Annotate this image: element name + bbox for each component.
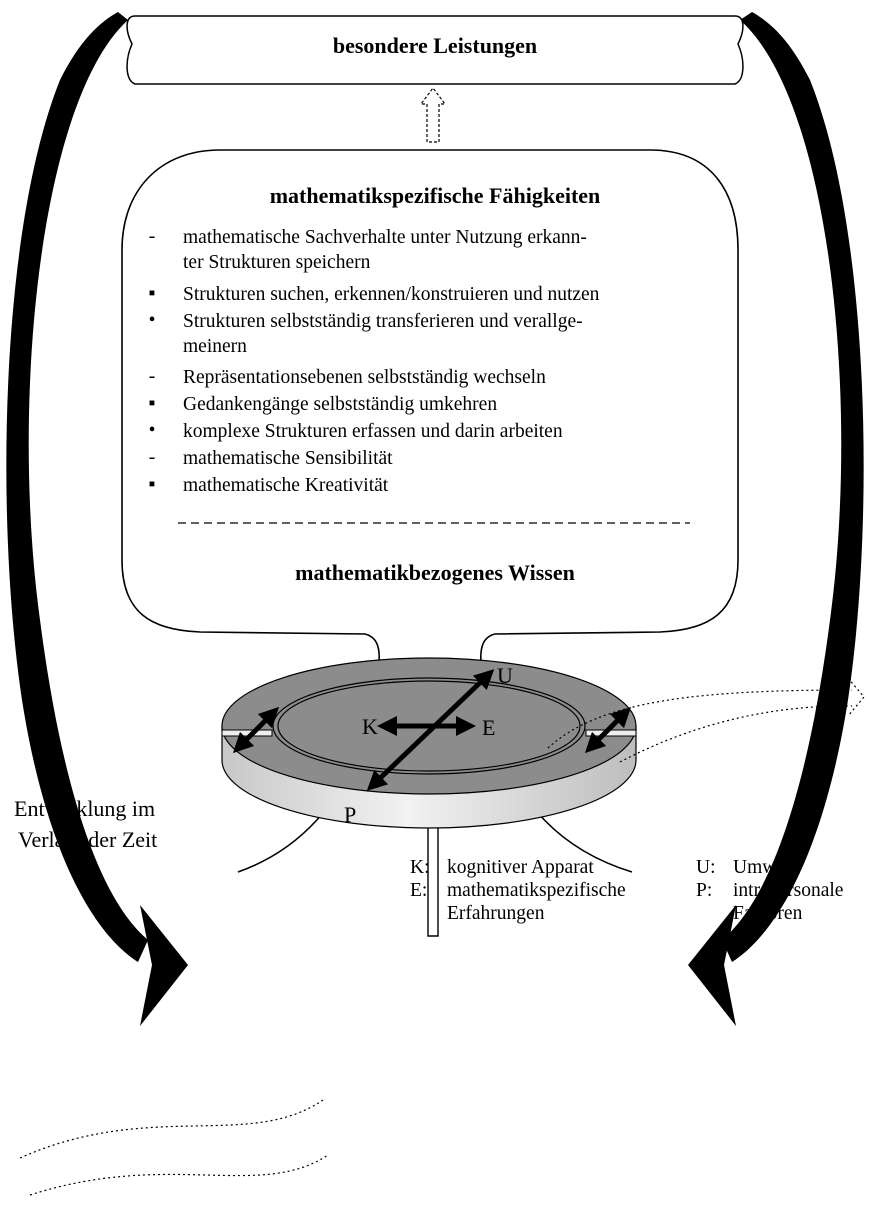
left-lower-dotted [29,1154,329,1196]
right-feedback-arrow [722,12,864,962]
legend-k-key: K: [410,857,430,878]
top-box-title: besondere Leistungen [332,33,538,58]
right-disk-arrow [584,706,632,754]
time-label-line-2: Verlauf der Zeit [18,827,158,852]
legend-u-text: Umwelt [733,857,796,878]
item-4-bullet: - [148,366,156,387]
disk-label-k: K [362,714,378,739]
legend-e-key: E: [410,880,428,901]
item-3-bullet: • [148,310,156,331]
disk-label-e: E [482,715,496,740]
legend-e-text-2: Erfahrungen [447,903,545,924]
item-5-line-1: Gedankengänge selbstständig umkehren [183,394,498,415]
right-dotted-arrowhead [847,677,865,717]
right-slot [585,729,637,737]
item-1-bullet: - [148,226,156,247]
item-5-bullet: ▪ [148,393,156,414]
legend-k-text: kognitiver Apparat [447,857,594,878]
item-7-bullet: - [148,447,156,468]
item-1-line-1: mathematische Sachverhalte unter Nutzung… [183,227,587,248]
disk-label-u: U [497,663,513,688]
item-8-bullet: ▪ [148,474,156,495]
left-arrowhead [140,905,188,1026]
item-6-line-1: komplexe Strukturen erfassen und darin a… [183,421,563,442]
item-2-line-1: Strukturen suchen, erkennen/konstruieren… [183,284,600,305]
legend-u-key: U: [696,857,716,878]
left-slot [221,729,273,737]
item-8-line-1: mathematische Kreativität [183,475,389,496]
left-upper-dotted [19,1099,324,1159]
item-3-line-1: Strukturen selbstständig transferieren u… [183,311,583,332]
ability-title: mathematikspezifische Fähigkeiten [269,183,601,208]
right-arrowhead [688,905,736,1026]
top-box-shape [126,15,744,85]
legend-p-key: P: [696,880,713,901]
left-disk-arrow [232,706,280,754]
time-label-line-1: Entwicklung im [14,796,156,821]
item-3-line-2: meinern [183,336,247,357]
item-2-bullet: ▪ [148,283,156,304]
legend-p-text-1: intrapersonale [733,880,844,901]
left-feedback-arrow [6,12,148,962]
item-4-line-1: Repräsentationsebenen selbstständig wech… [183,367,546,388]
legend-e-text-1: mathematikspezifische [447,880,626,901]
item-1-line-2: ter Strukturen speichern [183,252,371,273]
knowledge-title: mathematikbezogenes Wissen [295,560,575,585]
legend-p-text-2: Faktoren [733,903,803,924]
dashed-up-arrow [419,87,447,143]
item-6-bullet: • [148,420,156,441]
disk-label-p: P [344,802,357,827]
right-upper-dotted [547,689,853,749]
item-7-line-1: mathematische Sensibilität [183,448,393,469]
